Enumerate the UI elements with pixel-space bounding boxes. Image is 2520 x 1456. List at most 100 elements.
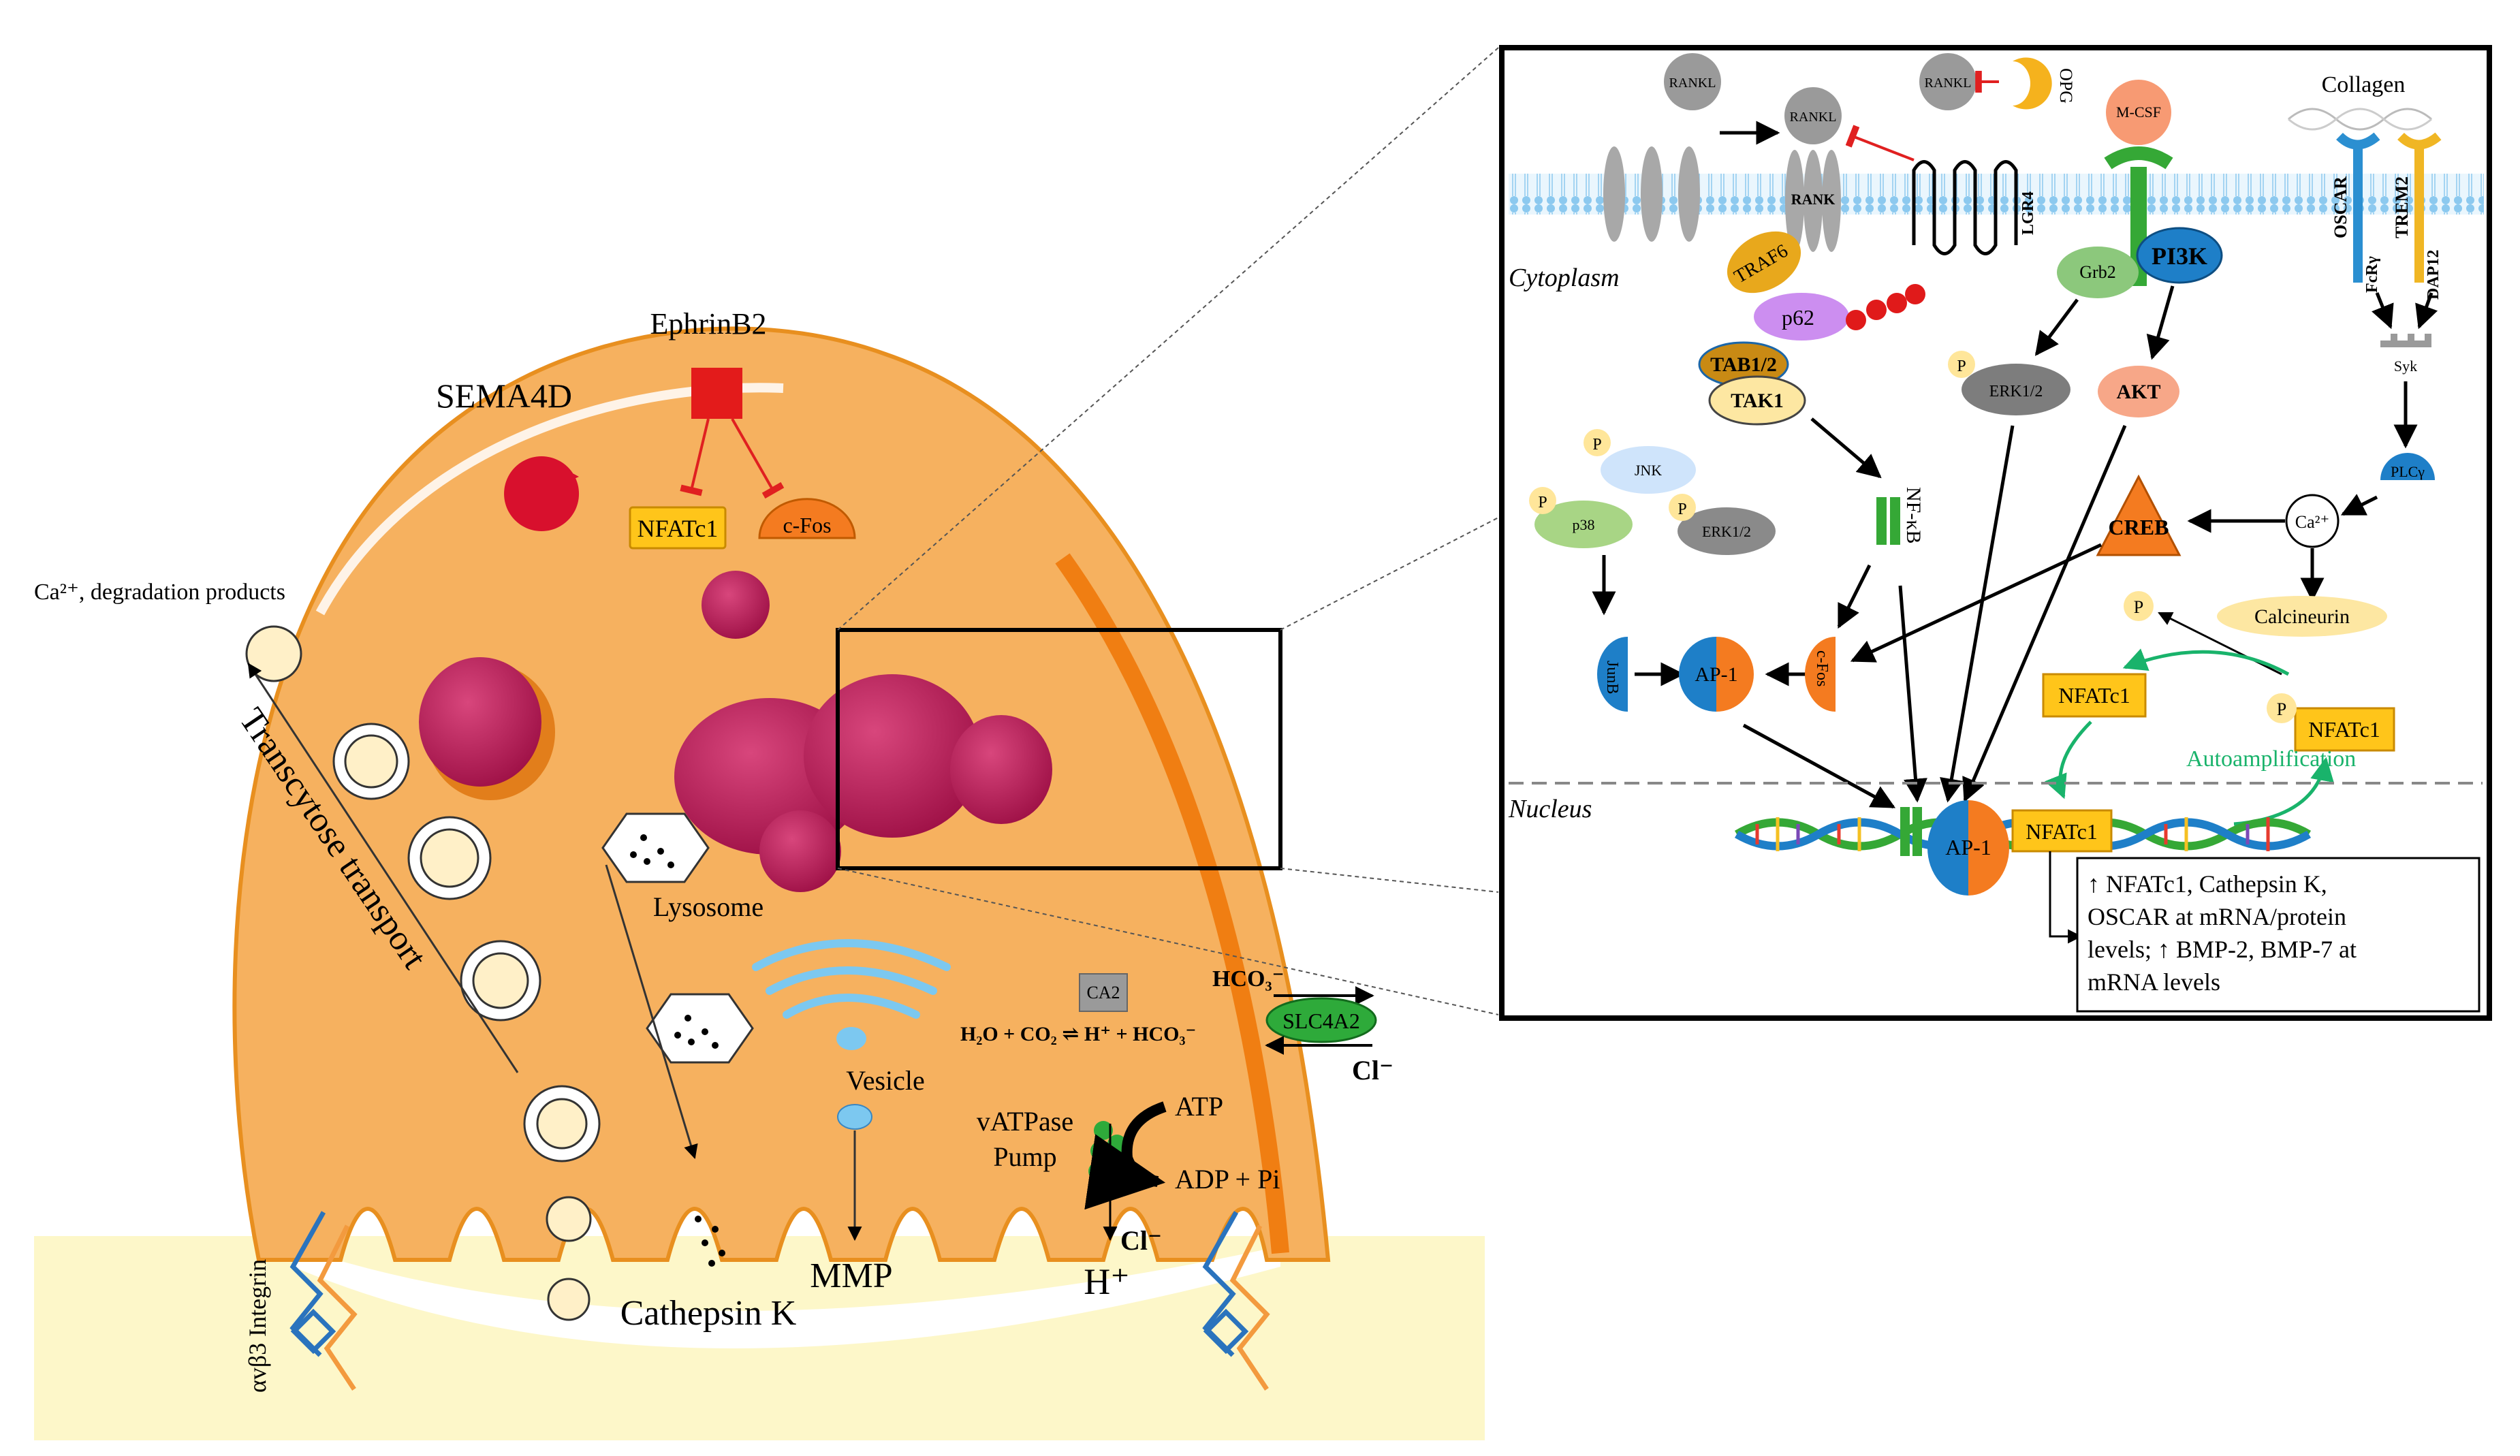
nfatc1-box-left bbox=[629, 506, 727, 550]
junb bbox=[1597, 637, 1628, 712]
rankl-1-label: RANKL bbox=[1669, 76, 1716, 91]
erk-b bbox=[1678, 507, 1776, 555]
plcg-to-ca bbox=[2340, 494, 2378, 516]
ca2plus-label: Ca²⁺ bbox=[2295, 512, 2329, 532]
creb bbox=[2096, 474, 2182, 556]
nfatc1-b-phospho bbox=[2267, 693, 2297, 723]
cytoplasm-label: Cytoplasm bbox=[1509, 264, 1620, 292]
erk-a-p: P bbox=[1957, 358, 1966, 375]
vesicle-label: Vesicle bbox=[846, 1065, 925, 1096]
cfos-right-panel bbox=[1805, 637, 1836, 712]
calcineurin-phospho bbox=[2124, 591, 2154, 621]
erk-to-dna bbox=[1940, 425, 2015, 803]
cfos-box-left bbox=[758, 498, 856, 539]
lysosome-secretion-arrow bbox=[605, 864, 698, 1160]
golgi-apparatus bbox=[752, 939, 951, 1130]
nfatc1-dna-box bbox=[2011, 809, 2113, 853]
erk-b-label: ERK1/2 bbox=[1702, 523, 1751, 540]
pi3k-label: PI3K bbox=[2152, 242, 2207, 270]
ephrinb2-receptor bbox=[691, 368, 742, 419]
nfatc1-b-p: P bbox=[2277, 699, 2286, 719]
lysosomes bbox=[601, 812, 754, 1064]
autoamp-label: Autoamplification bbox=[2186, 746, 2356, 772]
tab12-label: TAB1/2 bbox=[1710, 353, 1777, 376]
ap1-right bbox=[1716, 637, 1754, 712]
collagen-label: Collagen bbox=[2322, 72, 2406, 97]
rankl-3-label: RANKL bbox=[1925, 76, 1972, 91]
outcome-line-2: OSCAR at mRNA/protein bbox=[2088, 903, 2346, 930]
zoom-connector-2 bbox=[1280, 517, 1499, 631]
plcg-label: PLCγ bbox=[2391, 463, 2425, 480]
ephrinb2-label: EphrinB2 bbox=[650, 307, 766, 341]
collagen-fiber-2 bbox=[2288, 108, 2432, 131]
p62-label: p62 bbox=[1782, 305, 1814, 330]
grb2 bbox=[2057, 247, 2139, 298]
ca2-enzyme-label: CA2 bbox=[1086, 983, 1120, 1002]
dap12-to-syk bbox=[2415, 292, 2438, 330]
erk-a-phospho bbox=[1948, 351, 1975, 378]
reaction-label: H₂O + CO₂ ⇌ H⁺ + HCO₃⁻ bbox=[960, 1023, 1196, 1045]
sema4d-shape bbox=[504, 456, 580, 531]
outcome-line-3: levels; ↑ BMP-2, BMP-7 at bbox=[2088, 936, 2357, 963]
resorption-lacuna bbox=[293, 1246, 1280, 1348]
rankl-2 bbox=[1784, 87, 1842, 144]
pi3k-to-akt bbox=[2146, 285, 2175, 360]
creb-to-cfos bbox=[1850, 543, 2102, 663]
outcome-line-4: mRNA levels bbox=[2088, 968, 2220, 996]
transcytose-arrow bbox=[247, 663, 519, 1073]
akt-label: AKT bbox=[2116, 381, 2160, 403]
trem2-label: TREM2 bbox=[2392, 176, 2412, 238]
opg-label: OPG bbox=[2056, 68, 2076, 104]
ephrin-inhibit-nfatc1 bbox=[680, 418, 710, 496]
pi3k bbox=[2136, 227, 2223, 284]
gpcr-receptor bbox=[1603, 146, 1700, 242]
hco3-out-label: HCO₃⁻ bbox=[1212, 966, 1285, 992]
jnk-p: P bbox=[1592, 436, 1601, 454]
calcineurin-p: P bbox=[2134, 597, 2143, 617]
cl-in-label: Cl⁻ bbox=[1352, 1055, 1393, 1086]
akt bbox=[2098, 366, 2179, 417]
integrin-left bbox=[289, 1211, 358, 1391]
p38 bbox=[1534, 501, 1633, 548]
trem2-receptor bbox=[2397, 132, 2442, 283]
transcytose-vesicles bbox=[245, 625, 601, 1321]
calcineurin-label: Calcineurin bbox=[2254, 605, 2350, 628]
erk-a bbox=[1962, 364, 2070, 415]
cathepsin-dots bbox=[695, 1216, 725, 1267]
mcsf bbox=[2106, 80, 2171, 145]
rank-receptor bbox=[1785, 150, 1841, 252]
creb-label: CREB bbox=[2109, 515, 2169, 539]
nfatc1-to-dna-arrow bbox=[2045, 721, 2092, 800]
grb2-label: Grb2 bbox=[2079, 262, 2115, 282]
zoom-connector-3 bbox=[1280, 868, 1499, 893]
ap1-label: AP-1 bbox=[1695, 663, 1737, 686]
tak1-label: TAK1 bbox=[1731, 390, 1784, 412]
ca2-enzyme-box bbox=[1079, 973, 1128, 1012]
collagen-fiber bbox=[2288, 108, 2432, 131]
nfatc1-a-label: NFATc1 bbox=[2058, 683, 2130, 708]
nfkb-label: NF-κB bbox=[1902, 487, 1925, 543]
tak1 bbox=[1708, 375, 1806, 426]
zoom-connector-4 bbox=[837, 868, 1499, 1015]
erk-b-p: P bbox=[1678, 501, 1686, 518]
nuclei bbox=[419, 571, 1052, 892]
grb2-to-erk bbox=[2034, 298, 2079, 356]
erk-b-phospho bbox=[1669, 494, 1696, 521]
lgr4-label: LGR4 bbox=[2019, 191, 2037, 235]
slc4a2-transporter bbox=[1265, 997, 1377, 1043]
ap1-dna-right bbox=[1968, 800, 2009, 896]
oscar-label: OSCAR bbox=[2331, 176, 2350, 238]
rankl-1 bbox=[1664, 53, 1721, 110]
syk bbox=[2380, 334, 2431, 347]
vatpase-label-2: Pump bbox=[993, 1141, 1056, 1172]
ap1-left bbox=[1679, 637, 1716, 712]
jnk-phospho bbox=[1584, 429, 1611, 456]
cfos-label-left: c-Fos bbox=[783, 513, 831, 537]
integrin-right bbox=[1202, 1211, 1270, 1391]
lysosome-label: Lysosome bbox=[653, 891, 763, 922]
jnk bbox=[1601, 446, 1696, 494]
ubiquitin-chain bbox=[1846, 284, 1925, 330]
sema4d-label: SEMA4D bbox=[436, 377, 572, 415]
degradation-label: Ca²⁺, degradation products bbox=[34, 580, 285, 605]
